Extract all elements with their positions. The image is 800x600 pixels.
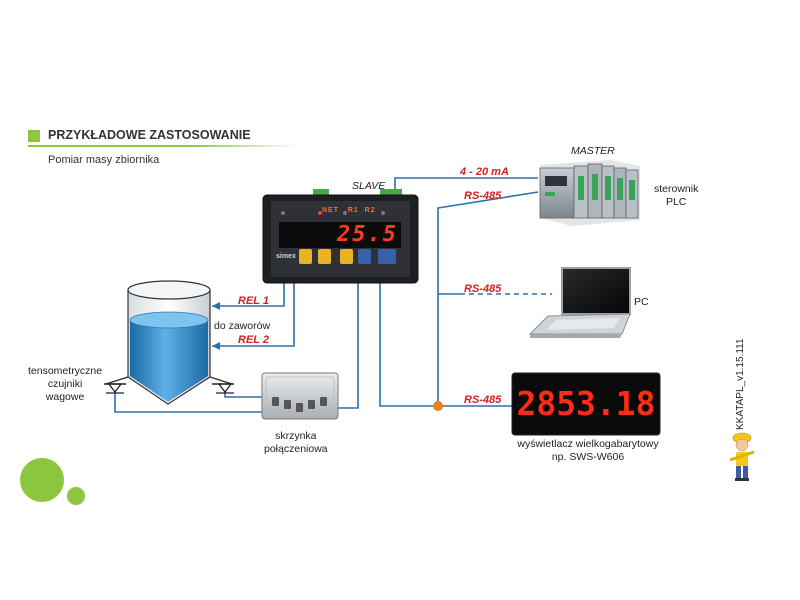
rs485-pc-label: RS-485 — [464, 283, 502, 295]
page-title: PRZYKŁADOWE ZASTOSOWANIE — [48, 128, 251, 142]
rel1-arrow — [212, 302, 220, 310]
sensors-label: tensometryczne czujniki wagowe — [28, 365, 103, 404]
title-green-square — [28, 130, 40, 142]
tank — [104, 280, 262, 413]
large-display — [511, 372, 661, 436]
bus-junction-dot — [433, 401, 443, 411]
junction-box-label: skrzynka połączeniowa — [264, 430, 328, 456]
rel2-wire — [212, 282, 295, 347]
master-label: MASTER — [571, 145, 615, 157]
plc-label: sterownik PLC — [654, 183, 699, 209]
slave-label: SLAVE — [352, 180, 386, 192]
plc-controller — [539, 160, 640, 226]
green-circle-decoration-icon — [20, 458, 85, 505]
analog-wire — [394, 177, 538, 192]
title-underline — [28, 145, 298, 147]
meter-indicators: NET R1 R2 — [322, 207, 376, 214]
page-subtitle: Pomiar masy zbiornika — [48, 154, 160, 166]
junction-box — [261, 372, 339, 420]
signal-wires — [212, 177, 552, 409]
rel1-wire — [212, 282, 285, 307]
worker-mascot-icon — [729, 432, 755, 481]
junction-to-meter-wire — [338, 282, 359, 409]
large-display-label: wyświetlacz wielkogabarytowy np. SWS-W60… — [517, 438, 659, 464]
analog-signal-label: 4 - 20 mA — [460, 166, 509, 178]
rel2-arrow — [212, 342, 220, 350]
version-code: KKATAPL_v1.15.111 — [735, 338, 746, 430]
meter-brand: simex — [276, 253, 296, 260]
pc-label: PC — [634, 296, 649, 308]
rs485-display-label: RS-485 — [464, 394, 502, 406]
meter-display-value: 25.5 — [337, 222, 398, 247]
rs485-plc-label: RS-485 — [464, 190, 502, 202]
panel-meter — [262, 189, 419, 284]
rel2-label: REL 2 — [238, 334, 269, 346]
rel1-label: REL 1 — [238, 295, 269, 307]
laptop-pc — [528, 267, 631, 338]
rs485-display-wire — [379, 282, 512, 407]
sensor-wire-right — [224, 384, 262, 398]
valves-label: do zaworów — [214, 320, 271, 332]
large-display-value: 2853.18 — [516, 384, 656, 423]
rs485-bus-vertical — [437, 191, 539, 406]
